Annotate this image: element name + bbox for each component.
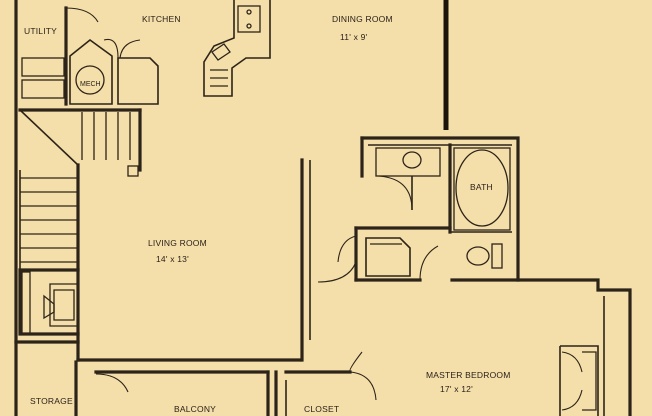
toilet-tank (491, 243, 503, 269)
closet-door-swing (419, 245, 439, 281)
lavatory-sink (402, 151, 422, 169)
tub-surround (453, 147, 511, 231)
label-living-room: LIVING ROOM (148, 238, 207, 248)
bathtub (455, 149, 509, 227)
label-kitchen: KITCHEN (142, 14, 181, 24)
vanity (375, 147, 441, 177)
kitchen-sink-drain (246, 9, 252, 15)
master-upper-wall (450, 278, 632, 416)
master-wardrobe (559, 345, 599, 416)
kitchen-sink (237, 5, 261, 33)
stair-rails (19, 170, 79, 270)
fireplace (18, 268, 80, 336)
stair-diagonal (19, 109, 79, 166)
staircase (19, 109, 139, 270)
kitchen-sink-drain-2 (246, 23, 252, 29)
water-heater (75, 65, 105, 95)
wardrobe-shelves (582, 351, 597, 411)
wardrobe-frame (559, 345, 599, 416)
bath-fixtures (375, 147, 511, 269)
bath-outer-wall (360, 136, 520, 282)
storage-door-swing (95, 373, 129, 393)
upper-stair-treads (81, 112, 131, 160)
label-closet: CLOSET (304, 404, 339, 414)
kitchen-counters (203, 0, 271, 97)
label-bath: BATH (470, 182, 493, 192)
label-living-size: 14' x 13' (156, 254, 189, 264)
washer (21, 57, 65, 77)
label-master-size: 17' x 12' (440, 384, 473, 394)
label-master-bedroom: MASTER BEDROOM (426, 370, 511, 380)
stair-post (127, 165, 139, 177)
utility-door-swing (65, 7, 99, 23)
closet-box (365, 237, 411, 277)
utility-area (21, 6, 159, 106)
closet-bottom-door-arc (349, 351, 363, 373)
dryer (21, 79, 65, 99)
fireplace-recess (18, 268, 80, 336)
label-storage: STORAGE (30, 396, 73, 406)
master-door-swing (317, 261, 357, 283)
room-labels: UTILITY KITCHEN DINING ROOM 11' x 9' MEC… (24, 14, 511, 414)
fireplace-hearth (43, 294, 55, 320)
mech-closet (69, 38, 113, 105)
kitchen-range (211, 43, 231, 61)
mech-door-swing (103, 38, 119, 59)
toilet-bowl (466, 246, 490, 266)
wardrobe-door-swing-2 (561, 389, 583, 411)
label-balcony: BALCONY (174, 404, 216, 414)
kitchen-counter (203, 0, 271, 97)
pantry-door-swing (119, 39, 141, 59)
lower-stair-treads (20, 177, 78, 263)
label-mech: MECH (80, 81, 101, 88)
fireplace-side (21, 271, 31, 335)
label-dining-room: DINING ROOM (332, 14, 393, 24)
kitchen-counter-edge (210, 69, 228, 87)
label-dining-size: 11' x 9' (340, 32, 368, 42)
label-utility: UTILITY (24, 26, 57, 36)
lower-doors (95, 351, 377, 401)
walls (14, 0, 632, 416)
master-closet (317, 235, 439, 283)
hall-door-swing-1 (337, 235, 357, 263)
wardrobe-door-swing-1 (561, 351, 583, 373)
closet-bottom-door-swing (349, 371, 377, 401)
pantry (117, 57, 159, 105)
